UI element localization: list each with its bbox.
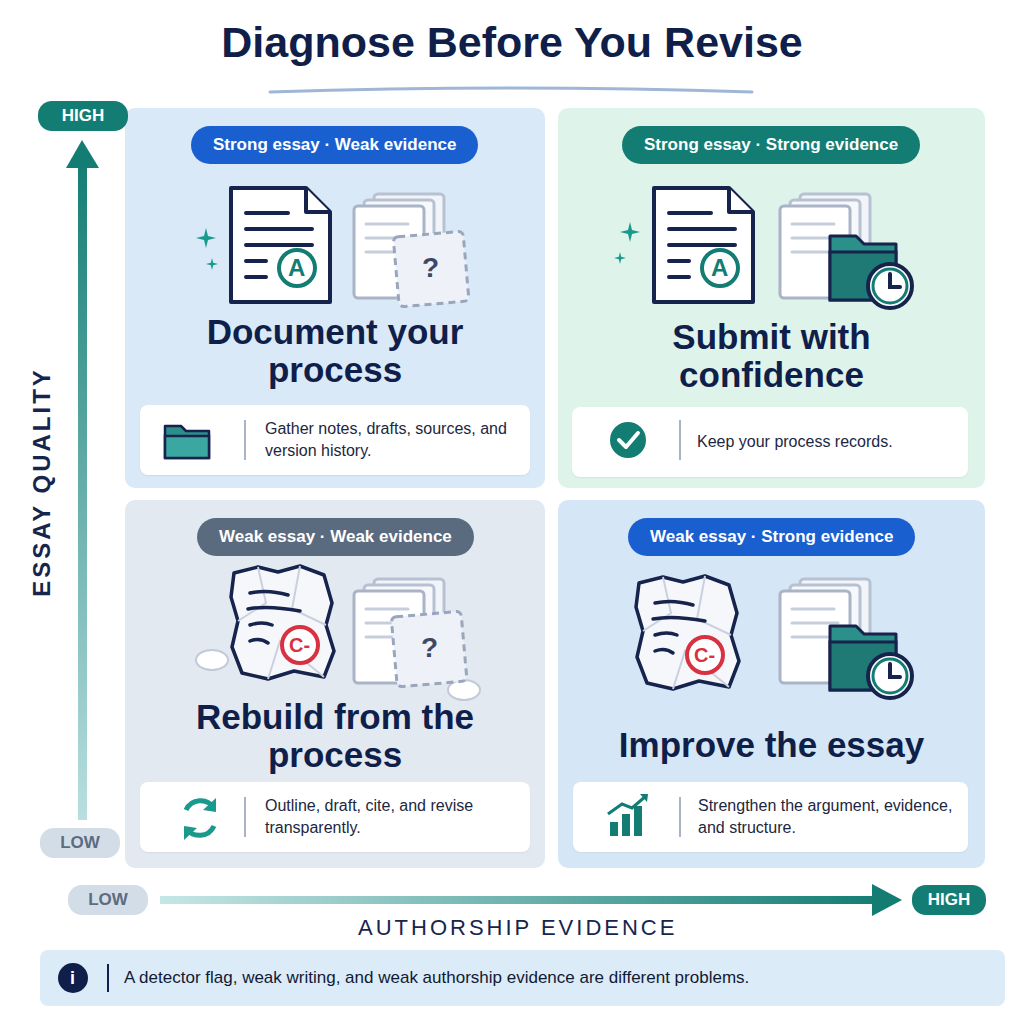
caption-band — [40, 950, 1005, 1006]
title: Diagnose Before You Revise — [0, 18, 1024, 67]
x-axis — [160, 896, 880, 904]
quadrant-heading: Document your process — [145, 313, 525, 389]
y-arrowhead — [66, 140, 99, 168]
quadrant-badge: Strong essay · Strong evidence — [622, 126, 920, 164]
description-text: Gather notes, drafts, sources, and versi… — [265, 418, 516, 462]
caption: A detector flag, weak writing, and weak … — [124, 965, 994, 991]
icon-glyph: A — [711, 254, 728, 282]
quadrant-badge: Strong essay · Weak evidence — [191, 126, 478, 164]
quadrant-heading: Submit with confidence — [578, 318, 965, 394]
icon-glyph: i — [70, 968, 75, 989]
quadrant-heading: Rebuild from the process — [145, 698, 525, 774]
description-box: Strengthen the argument, evidence, and s… — [573, 782, 968, 852]
axis-end-label: HIGH — [38, 101, 128, 131]
quadrant-panel: Submit with confidence Strong essay · Str… — [558, 108, 985, 488]
quadrant-panel: Document your process Strong essay · Weak… — [125, 108, 545, 488]
icon-glyph: C- — [694, 644, 715, 667]
axis-end-label: HIGH — [912, 885, 986, 915]
quadrant-badge: Weak essay · Weak evidence — [197, 518, 474, 556]
icon-glyph: ? — [421, 632, 438, 664]
axis-title: AUTHORSHIP EVIDENCE — [358, 915, 677, 941]
badge-text: Strong essay · Strong evidence — [644, 135, 898, 154]
quadrant-panel: Improve the essay Weak essay · Strong evi… — [558, 500, 985, 868]
y-axis — [78, 160, 87, 820]
quadrant-heading: Improve the essay — [578, 726, 965, 764]
icon-glyph: ? — [422, 252, 439, 284]
badge-text: Weak essay · Strong evidence — [650, 527, 893, 546]
quadrant-panel: Rebuild from the process Weak essay · Wea… — [125, 500, 545, 868]
badge-text: Weak essay · Weak evidence — [219, 527, 452, 546]
description-box: Outline, draft, cite, and revise transpa… — [140, 782, 530, 852]
badge-text: Strong essay · Weak evidence — [213, 135, 456, 154]
icon-glyph: C- — [289, 634, 310, 657]
axis-end-label: LOW — [40, 828, 120, 858]
description-text: Strengthen the argument, evidence, and s… — [698, 795, 954, 839]
title-underline — [270, 88, 752, 92]
quadrant-badge: Weak essay · Strong evidence — [628, 518, 915, 556]
x-arrowhead — [872, 884, 902, 916]
description-text: Outline, draft, cite, and revise transpa… — [265, 795, 516, 839]
description-box: Keep your process records. — [572, 407, 968, 477]
axis-end-label: LOW — [68, 885, 148, 915]
description-text: Keep your process records. — [697, 431, 893, 453]
description-box: Gather notes, drafts, sources, and versi… — [140, 405, 530, 475]
icon-glyph: A — [288, 254, 305, 282]
axis-title: ESSAY QUALITY — [28, 367, 56, 597]
